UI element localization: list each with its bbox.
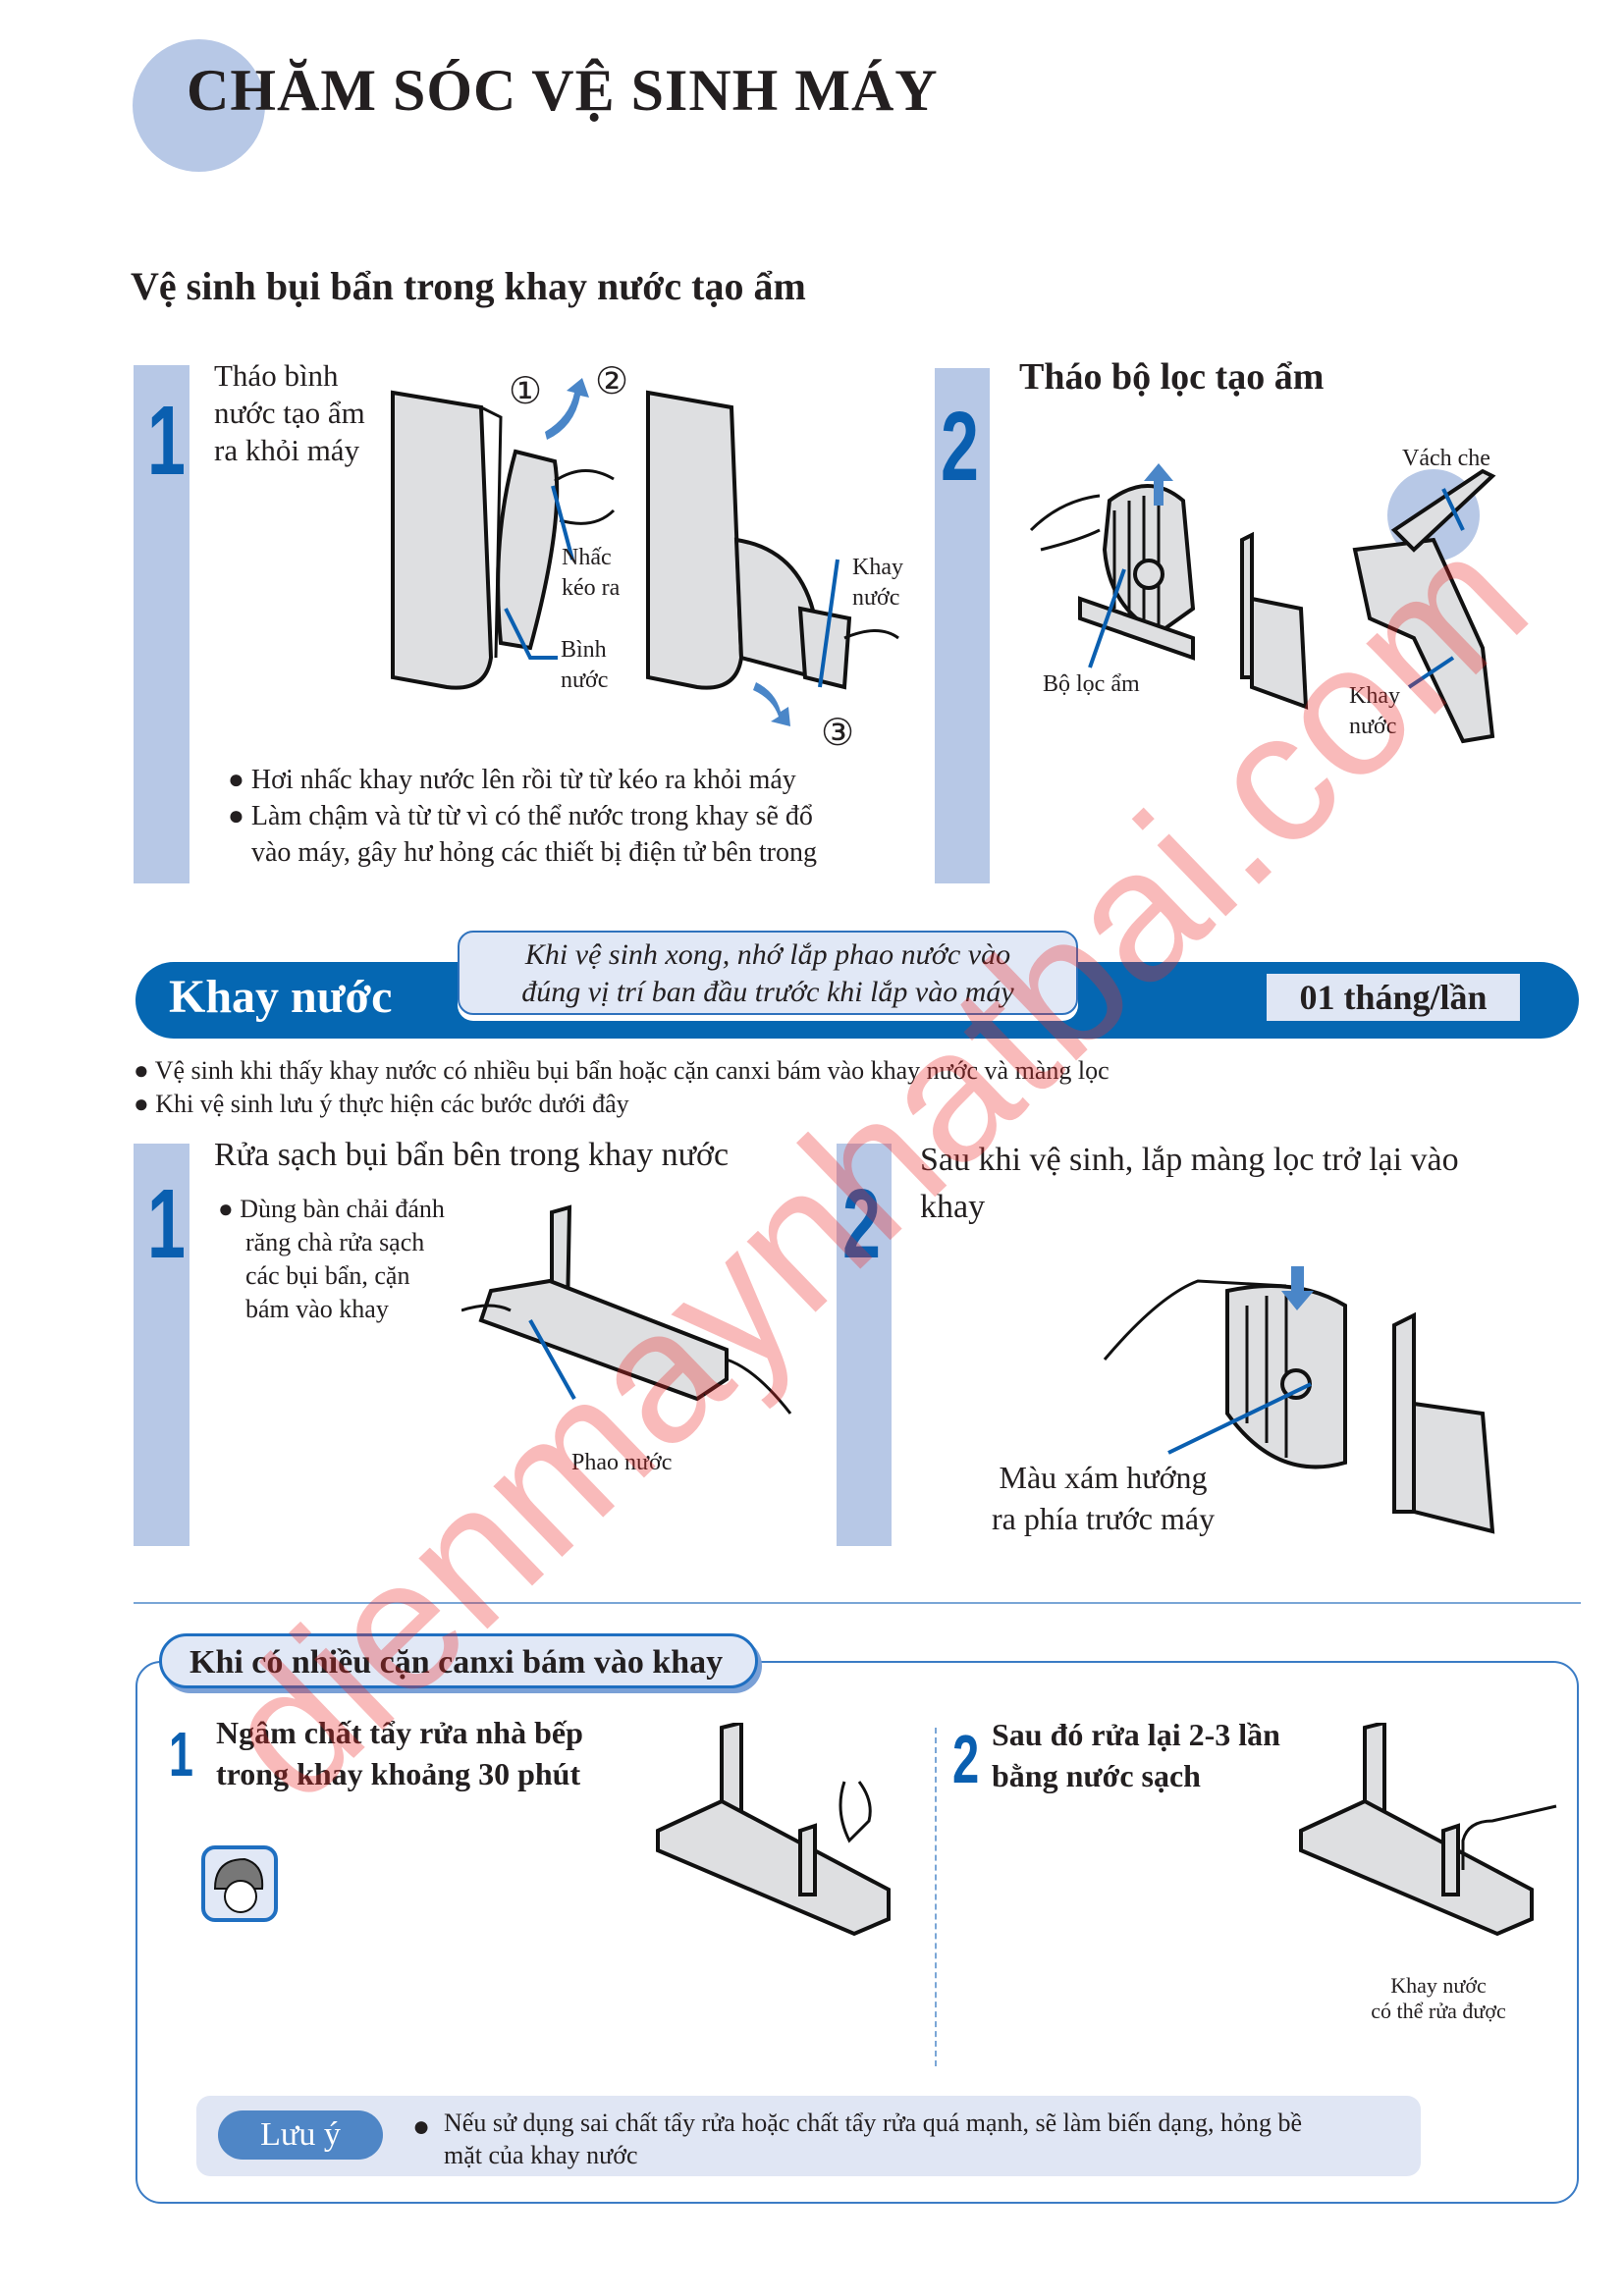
- label-bo-loc-am: Bộ lọc ẩm: [1043, 671, 1140, 697]
- note-line: mặt của khay nước: [444, 2141, 638, 2169]
- note-box: [196, 2096, 1421, 2176]
- frequency-badge: 01 tháng/lần: [1267, 974, 1520, 1021]
- tip-face-icon: [201, 1845, 278, 1922]
- step-text: Ngâm chất tẩy rửa nhà bếp trong khay kho…: [216, 1712, 583, 1794]
- step-number: 2: [952, 1721, 980, 1797]
- page-subtitle: Vệ sinh bụi bẩn trong khay nước tạo ẩm: [131, 264, 806, 308]
- tray-soaking-illustration: [656, 1723, 891, 1937]
- label-line: Khay nước: [1390, 1973, 1487, 1998]
- filter-install-illustration: [1103, 1266, 1495, 1534]
- step-bar: [837, 1144, 892, 1546]
- note-line: Nếu sử dụng sai chất tẩy rửa hoặc chất t…: [444, 2109, 1302, 2137]
- remove-tank-illustration: [391, 378, 899, 726]
- bullet-text: các bụi bẩn, cặn: [245, 1261, 410, 1290]
- reminder-callout: Khi vệ sinh xong, nhớ lắp phao nước vào …: [458, 931, 1078, 1015]
- step-title: Rửa sạch bụi bẩn bên trong khay nước: [214, 1137, 730, 1173]
- step-circle-3: ③: [821, 713, 855, 754]
- bullet-text: bám vào khay: [245, 1295, 389, 1323]
- tray-rinsing-illustration: [1299, 1723, 1557, 1937]
- section-title: Khay nước: [169, 971, 393, 1023]
- step-text-line: trong khay khoảng 30 phút: [216, 1756, 581, 1791]
- step-bar: [134, 365, 189, 883]
- bullet-text: Khi vệ sinh lưu ý thực hiện các bước dướ…: [155, 1090, 629, 1118]
- bullet-text: răng chà rửa sạch: [245, 1228, 425, 1256]
- divider: [134, 1602, 1581, 1604]
- caption-line: ra phía trước máy: [992, 1501, 1216, 1536]
- step-caption: Màu xám hướng ra phía trước máy: [992, 1457, 1215, 1539]
- step-bar: [134, 1144, 189, 1546]
- label-phao-nuoc: Phao nước: [571, 1450, 673, 1475]
- step-title: Tháo bộ lọc tạo ẩm: [1019, 356, 1325, 398]
- caption-line: Màu xám hướng: [999, 1460, 1208, 1495]
- label-khay-nuoc: Khay nước: [1349, 683, 1400, 739]
- step-text-line: Ngâm chất tẩy rửa nhà bếp: [216, 1715, 583, 1750]
- step-title-line: Sau khi vệ sinh, lắp màng lọc trở lại và…: [920, 1142, 1459, 1178]
- step-text-line: Sau đó rửa lại 2-3 lần: [992, 1717, 1280, 1752]
- step-circle-2: ②: [595, 361, 629, 402]
- step-title-line: khay: [920, 1189, 986, 1225]
- step-text: Sau đó rửa lại 2-3 lần bằng nước sạch: [992, 1714, 1280, 1796]
- calcium-section-box: [135, 1661, 1579, 2204]
- label-line: có thể rửa được: [1371, 1999, 1506, 2023]
- calcium-section-tab: Khi có nhiều cặn canxi bám vào khay: [159, 1633, 758, 1688]
- label-nhac-keo-ra: Nhấc kéo ra: [562, 545, 621, 601]
- step-number: 1: [147, 1169, 186, 1279]
- bullet-text: Dùng bàn chải đánh: [240, 1195, 445, 1223]
- note-text: Nếu sử dụng sai chất tẩy rửa hoặc chất t…: [444, 2107, 1302, 2171]
- tray-brushing-illustration: [461, 1204, 792, 1415]
- label-binh-nuoc: Bình nước: [561, 637, 609, 693]
- step-number: 1: [147, 386, 186, 496]
- step-divider: [935, 1728, 937, 2066]
- bullet-text: Vệ sinh khi thấy khay nước có nhiều bụi …: [154, 1056, 1110, 1085]
- bullet-item: ● Khi vệ sinh lưu ý thực hiện các bước d…: [134, 1090, 629, 1118]
- bullet-item: ● Hơi nhấc khay nước lên rồi từ từ kéo r…: [228, 765, 796, 795]
- bullet-dot: ●: [412, 2110, 431, 2143]
- remove-filter-illustration: [1029, 463, 1496, 744]
- step-bar: [935, 368, 990, 883]
- label-khay-nuoc: Khay nước: [852, 555, 903, 611]
- step-number: 1: [169, 1719, 193, 1789]
- bullet-text: Làm chậm và từ từ vì có thể nước trong k…: [250, 801, 813, 831]
- bullet-text: vào máy, gây hư hỏng các thiết bị điện t…: [251, 837, 817, 868]
- step-text: Tháo bình nước tạo ẩm ra khỏi máy: [214, 358, 365, 467]
- step-number: 2: [842, 1169, 881, 1279]
- callout-line: đúng vị trí ban đầu trước khi lắp vào má…: [521, 976, 1014, 1008]
- note-label: Lưu ý: [218, 2110, 383, 2160]
- label-washable-tray: Khay nước có thể rửa được: [1360, 1973, 1517, 2024]
- page-title: CHĂM SÓC VỆ SINH MÁY: [187, 58, 939, 123]
- step-bullet: ● Dùng bàn chải đánh răng chà rửa sạch c…: [218, 1193, 445, 1326]
- bullet-text: Hơi nhấc khay nước lên rồi từ từ kéo ra …: [250, 765, 796, 795]
- step-title: Sau khi vệ sinh, lắp màng lọc trở lại và…: [920, 1137, 1459, 1231]
- bullet-item: ● Làm chậm và từ từ vì có thể nước trong…: [228, 801, 813, 831]
- title-circle-decoration: [133, 39, 265, 172]
- step-number: 2: [941, 392, 979, 502]
- step-circle-1: ①: [509, 371, 543, 412]
- bullet-item: ● Vệ sinh khi thấy khay nước có nhiều bụ…: [134, 1056, 1110, 1085]
- label-vach-che: Vách che: [1402, 446, 1490, 471]
- step-text-line: bằng nước sạch: [992, 1758, 1201, 1793]
- callout-line: Khi vệ sinh xong, nhớ lắp phao nước vào: [524, 938, 1011, 971]
